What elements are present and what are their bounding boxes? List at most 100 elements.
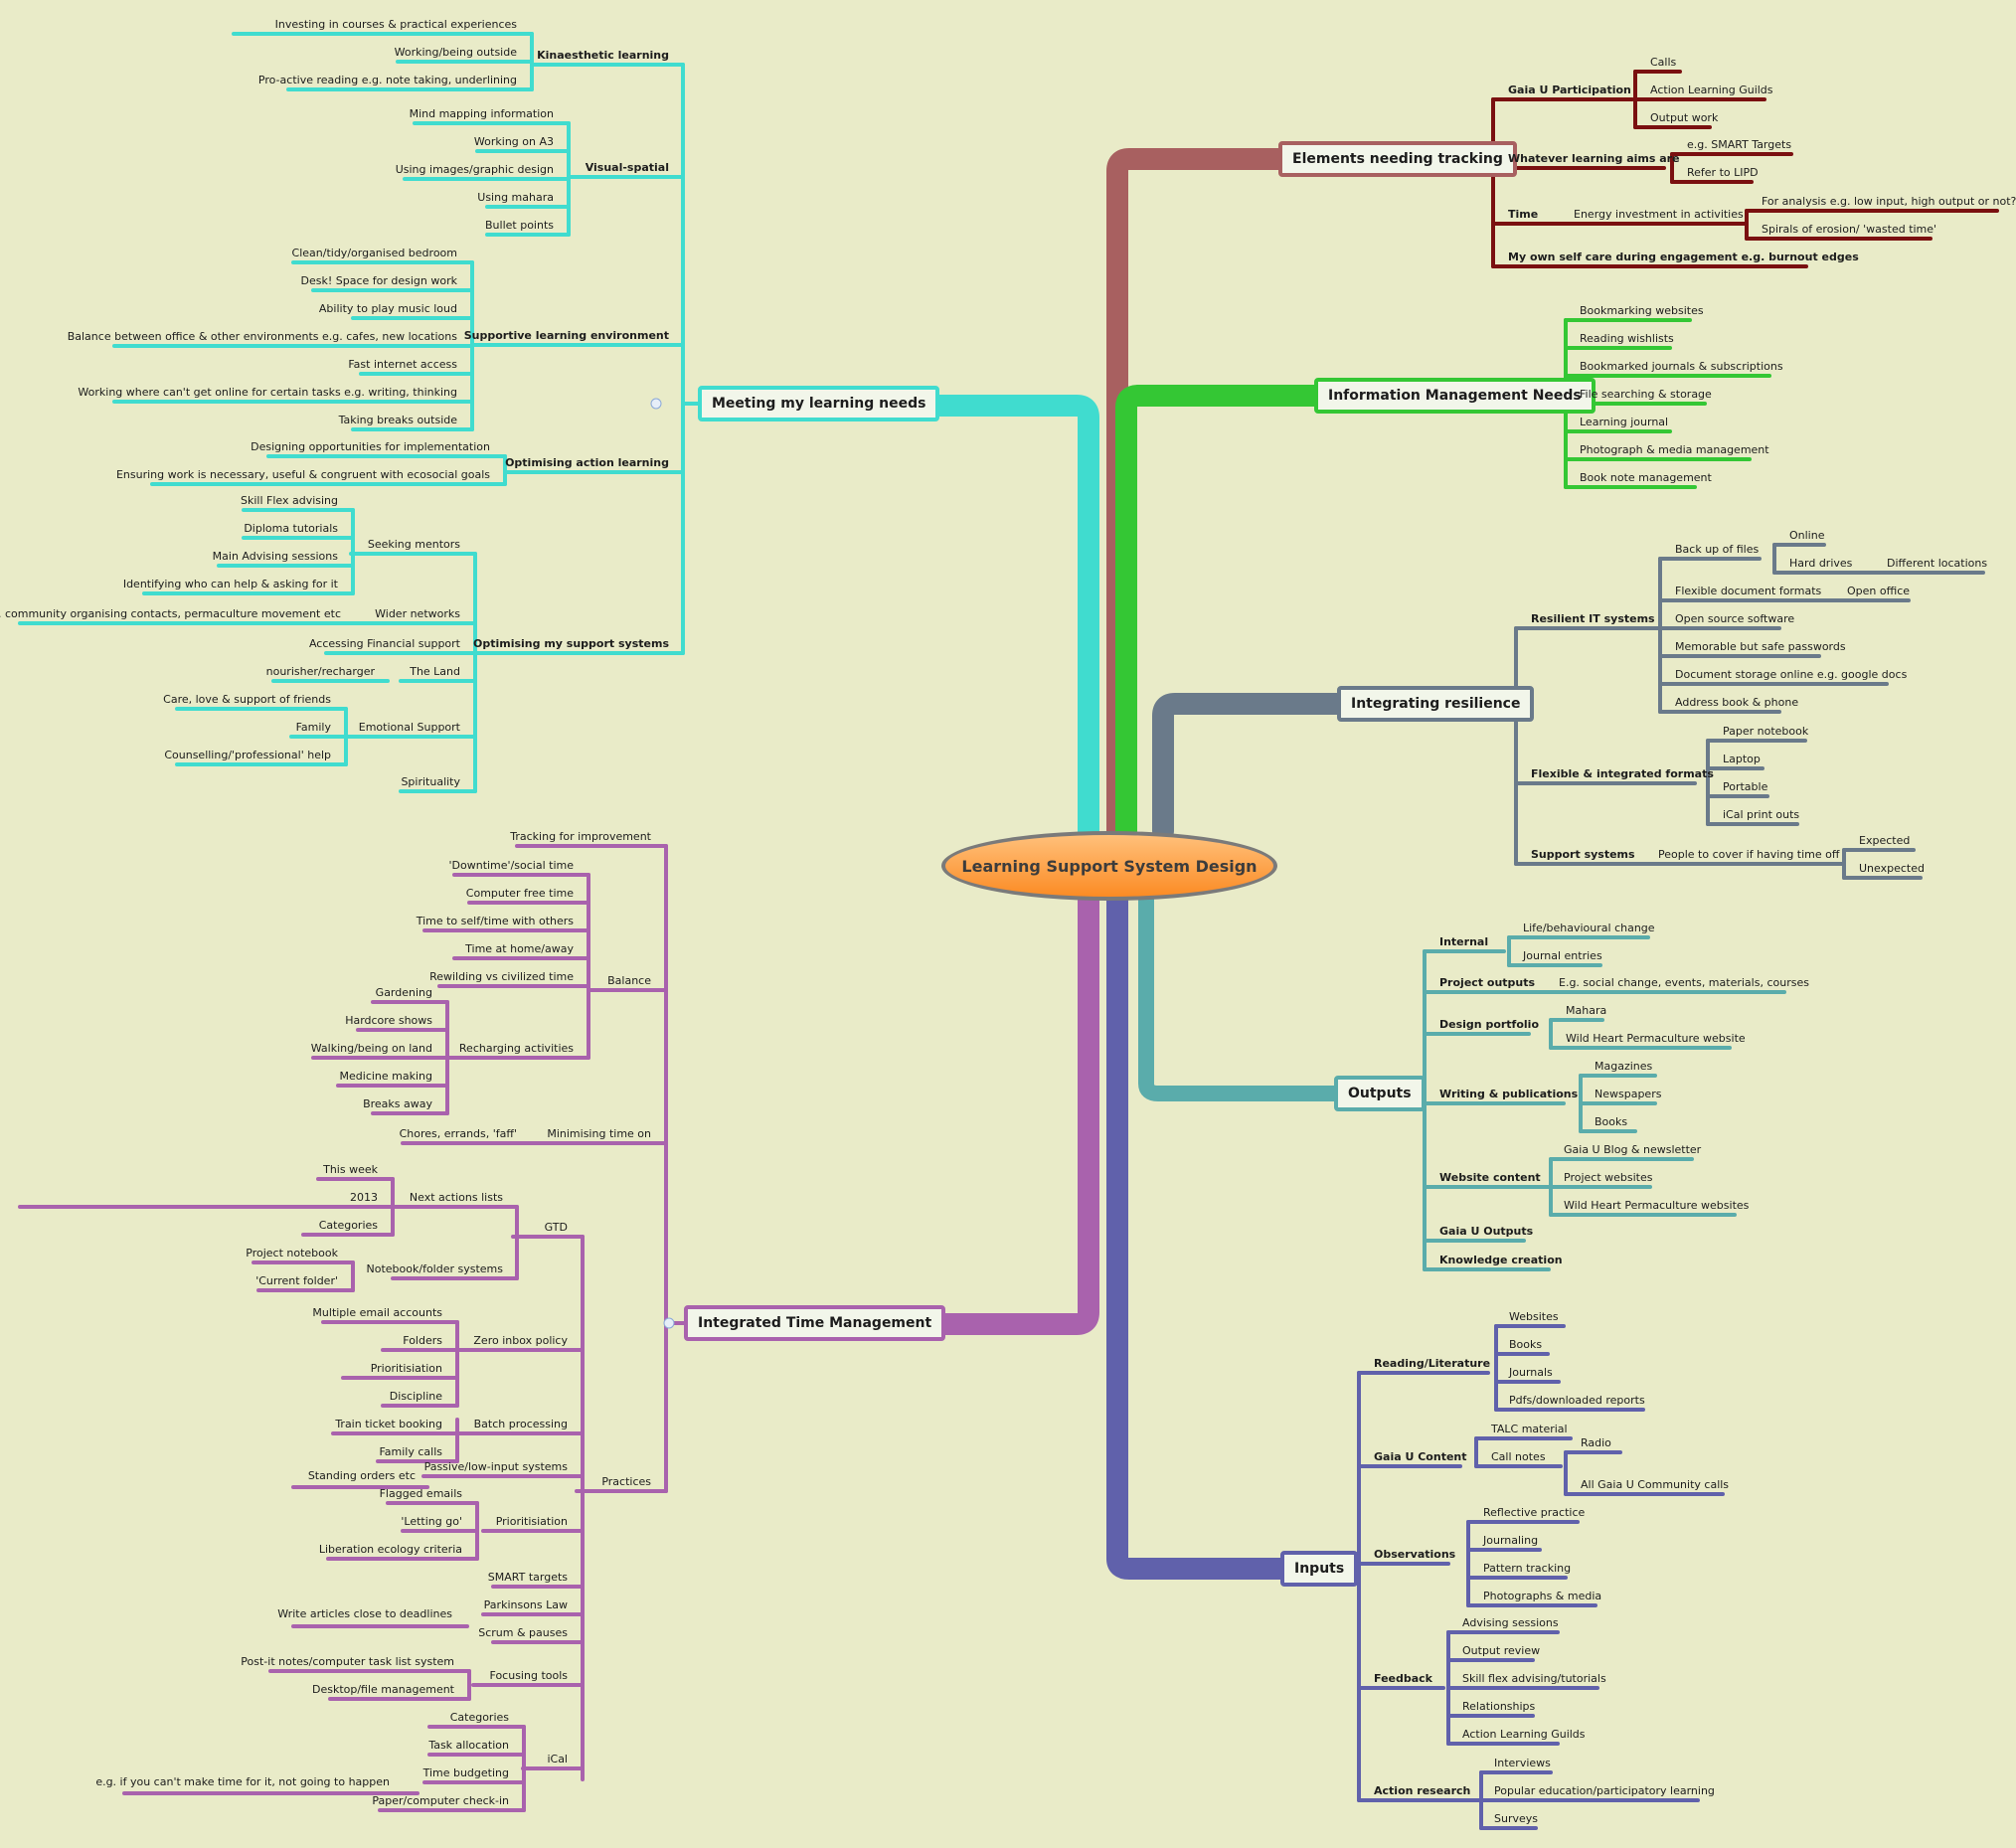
node-liberation-ecology-criteria[interactable]: Liberation ecology criteria: [318, 1543, 462, 1556]
sub-passive-low-input-systems[interactable]: Passive/low-input systems: [423, 1460, 568, 1473]
sub-prioritisiation[interactable]: Prioritisiation: [495, 1515, 568, 1528]
node-care-love-support-of-friends[interactable]: Care, love & support of friends: [163, 693, 331, 706]
node-spirals-of-erosion-wasted-time[interactable]: Spirals of erosion/ 'wasted time': [1762, 223, 1937, 236]
node-e-g-smart-targets[interactable]: e.g. SMART Targets: [1687, 138, 1792, 151]
node-popular-education-participatory-learning[interactable]: Popular education/participatory learning: [1494, 1784, 1715, 1797]
node-paper-computer-check-in[interactable]: Paper/computer check-in: [372, 1794, 509, 1807]
sub-visual-spatial[interactable]: Visual-spatial: [585, 161, 669, 174]
node-file-searching-storage[interactable]: File searching & storage: [1580, 388, 1712, 401]
node-task-allocation[interactable]: Task allocation: [428, 1739, 509, 1752]
node-folders[interactable]: Folders: [403, 1334, 442, 1347]
node-book-note-management[interactable]: Book note management: [1580, 471, 1712, 484]
node-taking-breaks-outside[interactable]: Taking breaks outside: [338, 414, 457, 426]
node-paper-notebook[interactable]: Paper notebook: [1723, 725, 1809, 738]
node-pdfs-downloaded-reports[interactable]: Pdfs/downloaded reports: [1509, 1394, 1645, 1407]
node-desk-space-for-design-work[interactable]: Desk! Space for design work: [300, 274, 458, 287]
sub-parkinsons-law[interactable]: Parkinsons Law: [483, 1598, 568, 1611]
node-relationships[interactable]: Relationships: [1462, 1700, 1536, 1713]
node-output-work[interactable]: Output work: [1650, 111, 1719, 124]
sub-website-content[interactable]: Website content: [1439, 1171, 1541, 1184]
sub-tracking-for-improvement[interactable]: Tracking for improvement: [510, 830, 651, 843]
sub-design-portfolio[interactable]: Design portfolio: [1439, 1018, 1539, 1031]
node-interviews[interactable]: Interviews: [1494, 1757, 1551, 1769]
node-journal-entries[interactable]: Journal entries: [1523, 949, 1602, 962]
node-time-budgeting[interactable]: Time budgeting: [422, 1766, 509, 1779]
node-rewilding-vs-civilized-time[interactable]: Rewilding vs civilized time: [429, 970, 574, 983]
node-discipline[interactable]: Discipline: [389, 1390, 442, 1403]
node-categories[interactable]: Categories: [318, 1219, 378, 1232]
sub-accessing-financial-support[interactable]: Accessing Financial support: [308, 637, 460, 650]
node-magazines[interactable]: Magazines: [1595, 1060, 1653, 1073]
node-nourisher-recharger[interactable]: nourisher/recharger: [265, 665, 375, 678]
node-calls[interactable]: Calls: [1650, 56, 1677, 69]
node-address-book-phone[interactable]: Address book & phone: [1675, 696, 1799, 709]
node-family[interactable]: Family: [295, 721, 331, 734]
sub-resilient-it-systems[interactable]: Resilient IT systems: [1531, 612, 1655, 625]
sub-knowledge-creation[interactable]: Knowledge creation: [1439, 1254, 1563, 1266]
node-books[interactable]: Books: [1595, 1115, 1628, 1128]
node-fast-internet-access[interactable]: Fast internet access: [348, 358, 457, 371]
node-people-to-cover[interactable]: People to cover if having time off: [1658, 848, 1840, 861]
sub-gaia-u-participation[interactable]: Gaia U Participation: [1508, 84, 1631, 96]
node-open-office[interactable]: Open office: [1847, 585, 1911, 597]
node-working-being-outside[interactable]: Working/being outside: [394, 46, 517, 59]
node-breaks-away[interactable]: Breaks away: [363, 1097, 432, 1110]
sub-practices[interactable]: Practices: [601, 1475, 651, 1488]
node-output-review[interactable]: Output review: [1462, 1644, 1541, 1657]
branch-outputs[interactable]: Outputs: [1334, 1076, 1426, 1111]
node-ical-print-outs[interactable]: iCal print outs: [1723, 808, 1800, 821]
sub-notebook-folder-systems[interactable]: Notebook/folder systems: [366, 1262, 503, 1275]
node-life-behavioural-change[interactable]: Life/behavioural change: [1523, 922, 1655, 934]
node-e-g-community-organising-contacts-permac[interactable]: E.g. community organising contacts, perm…: [0, 607, 341, 620]
node-2013[interactable]: 2013: [350, 1191, 378, 1204]
node-diploma-tutorials[interactable]: Diploma tutorials: [244, 522, 338, 535]
node-books[interactable]: Books: [1509, 1338, 1543, 1351]
sub-wider-networks[interactable]: Wider networks: [375, 607, 460, 620]
node-flexible-document-formats[interactable]: Flexible document formats: [1675, 585, 1822, 597]
node-clean-tidy-organised-bedroom[interactable]: Clean/tidy/organised bedroom: [291, 247, 457, 259]
node-bookmarking-websites[interactable]: Bookmarking websites: [1580, 304, 1704, 317]
sub-writing-publications[interactable]: Writing & publications: [1439, 1088, 1579, 1100]
node-websites[interactable]: Websites: [1509, 1310, 1559, 1323]
node-e-g-if-you-can-t-make-time-for-it-not-go[interactable]: e.g. if you can't make time for it, not …: [95, 1775, 390, 1788]
sub-feedback[interactable]: Feedback: [1374, 1672, 1432, 1685]
node-investing-in-courses-practical-experienc[interactable]: Investing in courses & practical experie…: [274, 18, 517, 31]
sub-gtd[interactable]: GTD: [544, 1221, 568, 1234]
node-hardcore-shows[interactable]: Hardcore shows: [345, 1014, 432, 1027]
node-balance-between-office-other-environment[interactable]: Balance between office & other environme…: [67, 330, 457, 343]
node-downtime-social-time[interactable]: 'Downtime'/social time: [448, 859, 575, 872]
sub-emotional-support[interactable]: Emotional Support: [358, 721, 460, 734]
node-radio[interactable]: Radio: [1581, 1436, 1611, 1449]
sub-scrum-pauses[interactable]: Scrum & pauses: [478, 1626, 568, 1639]
node-open-source-software[interactable]: Open source software: [1675, 612, 1795, 625]
node-multiple-email-accounts[interactable]: Multiple email accounts: [312, 1306, 442, 1319]
sub-batch-processing[interactable]: Batch processing: [473, 1418, 568, 1430]
sub-focusing-tools[interactable]: Focusing tools: [489, 1669, 568, 1682]
node-photograph-media-management[interactable]: Photograph & media management: [1580, 443, 1769, 456]
node-family-calls[interactable]: Family calls: [379, 1445, 442, 1458]
node-letting-go[interactable]: 'Letting go': [401, 1515, 462, 1528]
node-expected[interactable]: Expected: [1859, 834, 1911, 847]
sub-zero-inbox-policy[interactable]: Zero inbox policy: [473, 1334, 568, 1347]
sub-minimising-time-on[interactable]: Minimising time on: [547, 1127, 651, 1140]
node-journaling[interactable]: Journaling: [1483, 1534, 1539, 1547]
node-using-images-graphic-design[interactable]: Using images/graphic design: [395, 163, 554, 176]
node-online[interactable]: Online: [1789, 529, 1825, 542]
node-refer-to-lipd[interactable]: Refer to LIPD: [1687, 166, 1759, 179]
collapse-toggle-icon[interactable]: [663, 1317, 675, 1329]
sub-optimising-action-learning[interactable]: Optimising action learning: [505, 456, 669, 469]
node-recharging-activities[interactable]: Recharging activities: [458, 1042, 574, 1055]
node-portable[interactable]: Portable: [1723, 780, 1768, 793]
sub-ical[interactable]: iCal: [547, 1753, 568, 1765]
sub-project-outputs[interactable]: Project outputs: [1439, 976, 1536, 989]
branch-meeting-learning-needs[interactable]: Meeting my learning needs: [698, 386, 940, 421]
sub-the-land[interactable]: The Land: [410, 665, 460, 678]
node-train-ticket-booking[interactable]: Train ticket booking: [335, 1418, 442, 1430]
node-chores-errands-faff[interactable]: Chores, errands, 'faff': [399, 1127, 517, 1140]
node-gaia-u-blog-newsletter[interactable]: Gaia U Blog & newsletter: [1564, 1143, 1702, 1156]
root-node[interactable]: Learning Support System Design: [941, 831, 1277, 901]
sub-flexible-integrated-formats[interactable]: Flexible & integrated formats: [1531, 767, 1714, 780]
node-identifying-who-can-help-asking-for-it[interactable]: Identifying who can help & asking for it: [122, 578, 338, 590]
sub-seeking-mentors[interactable]: Seeking mentors: [367, 538, 460, 551]
node-reflective-practice[interactable]: Reflective practice: [1483, 1506, 1586, 1519]
